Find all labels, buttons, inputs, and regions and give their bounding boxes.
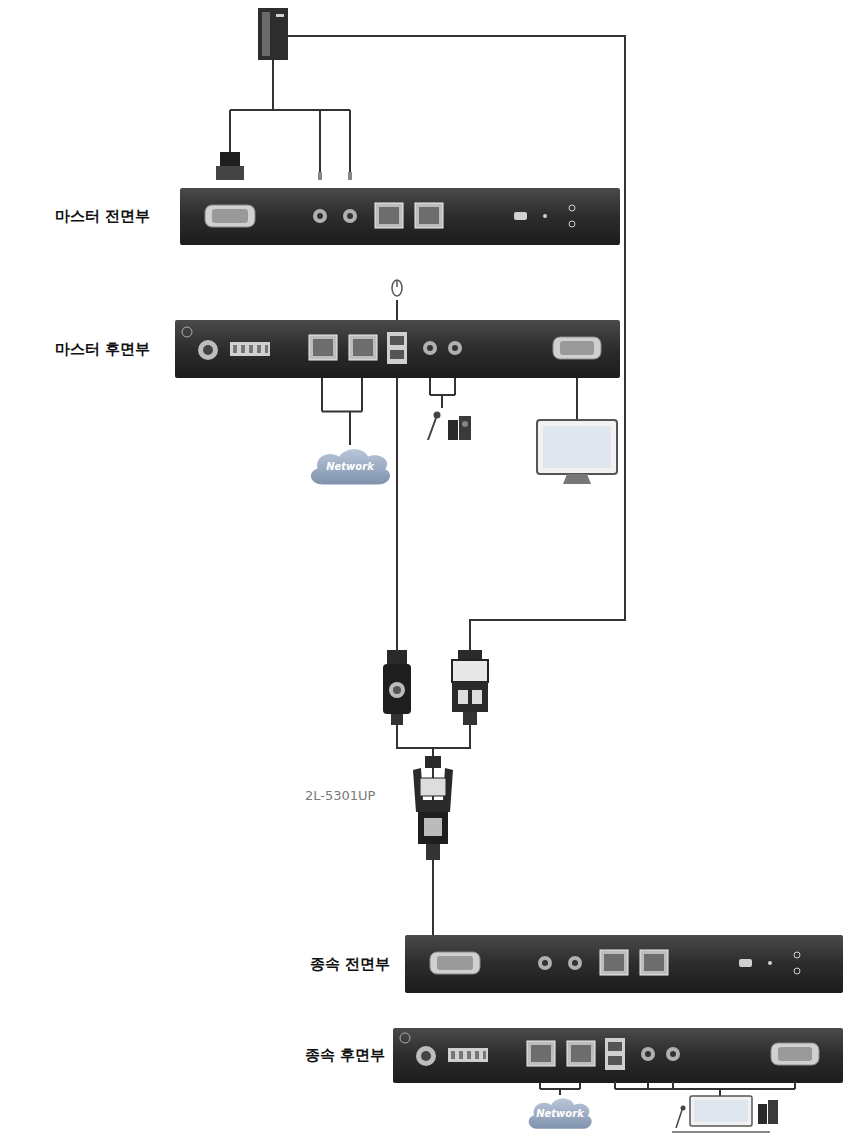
- device-panel: [175, 320, 620, 378]
- audio-icon: [428, 412, 471, 441]
- panel-heading: 종속 전면부: [310, 955, 390, 974]
- wire: [430, 378, 455, 408]
- computer-icon: [758, 1104, 767, 1124]
- vga-plug: [458, 690, 468, 704]
- usb-plug: [387, 650, 407, 664]
- device-panel: 종속 전면부: [405, 935, 843, 993]
- audio-plug: [318, 172, 352, 180]
- pc-icon: [276, 14, 284, 17]
- computer-icon: [672, 1131, 770, 1133]
- device-panel: 마스터 후면부: [175, 320, 620, 378]
- audio-plug: [348, 172, 352, 180]
- audio-icon: [428, 418, 436, 440]
- audio-icon: [434, 412, 441, 419]
- adapter-2l-5301up: [425, 756, 441, 768]
- network-cloud: Network: [524, 1095, 596, 1131]
- part-label: 2L-5301UP: [305, 788, 375, 803]
- usb-device-icon: [392, 280, 402, 296]
- usb-plug: [389, 682, 405, 698]
- adapter-2l-5301up: [418, 812, 448, 844]
- device-panel: [182, 327, 601, 364]
- computer-icon: [694, 1100, 748, 1122]
- adapter-2l-5301up: [420, 778, 446, 796]
- vga-plug: [452, 650, 488, 725]
- connector-line: [540, 1083, 580, 1095]
- panel-heading: 마스터 후면부: [55, 340, 150, 359]
- cloud-label: Network: [305, 445, 395, 487]
- computer-icon: [676, 1110, 682, 1128]
- wire: [230, 36, 795, 1096]
- usb-device-icon: [396, 280, 398, 287]
- device-panel: [175, 188, 843, 1083]
- audio-icon: [459, 416, 471, 440]
- monitor-icon: [563, 474, 591, 484]
- computer-icon: [690, 1096, 752, 1126]
- usb-device-icon: [392, 280, 402, 296]
- computer-icon: [672, 1096, 778, 1132]
- vga-plug: [472, 690, 482, 704]
- usb-plug: [383, 664, 411, 714]
- usb-plug: [393, 686, 401, 694]
- adapter-2l-5301up: [426, 844, 440, 860]
- monitor-icon: [543, 426, 611, 468]
- device-panel: 마스터 전면부: [180, 188, 620, 245]
- vga-plug: [463, 712, 477, 725]
- connector-line: [322, 378, 362, 445]
- device-panel: [180, 188, 620, 245]
- adapter-2l-5301up: [413, 768, 453, 812]
- adapter-2l-5301up: [413, 756, 453, 860]
- audio-plug: [318, 172, 322, 180]
- panel-heading: 종속 후면부: [305, 1046, 385, 1065]
- wire: [396, 300, 398, 320]
- panel-heading: 마스터 전면부: [55, 207, 150, 226]
- wire: [576, 378, 578, 420]
- device-panel: [393, 1028, 843, 1083]
- device-panel: [400, 1033, 819, 1070]
- pc-icon: [262, 12, 270, 56]
- vga-plug: [458, 650, 482, 660]
- computer-icon: [681, 1106, 686, 1111]
- network-cloud: Network: [305, 445, 395, 487]
- audio-icon: [462, 421, 468, 427]
- monitor-icon: [537, 420, 617, 484]
- device-panel: [405, 935, 843, 993]
- audio-icon: [448, 420, 458, 440]
- cloud-label: Network: [524, 1095, 596, 1131]
- monitor-icon: [537, 420, 617, 474]
- usb-plug: [391, 714, 403, 725]
- usb-plug: [383, 650, 411, 725]
- computer-icon: [768, 1100, 778, 1124]
- wire: [230, 60, 350, 176]
- device-panel: [205, 203, 575, 228]
- vga-plug: [452, 660, 488, 682]
- wire: [615, 1081, 795, 1096]
- vga-plug: [452, 682, 488, 712]
- adapter-2l-5301up: [424, 818, 442, 836]
- vga-plug: [216, 152, 244, 180]
- pc-icon: [258, 8, 288, 60]
- pc-icon: [258, 8, 288, 60]
- vga-plug: [220, 152, 240, 168]
- vga-plug: [216, 166, 244, 180]
- device-panel: 종속 후면부: [393, 1028, 843, 1083]
- wire: [433, 725, 470, 748]
- device-panel: [430, 950, 800, 975]
- wire: [288, 36, 625, 650]
